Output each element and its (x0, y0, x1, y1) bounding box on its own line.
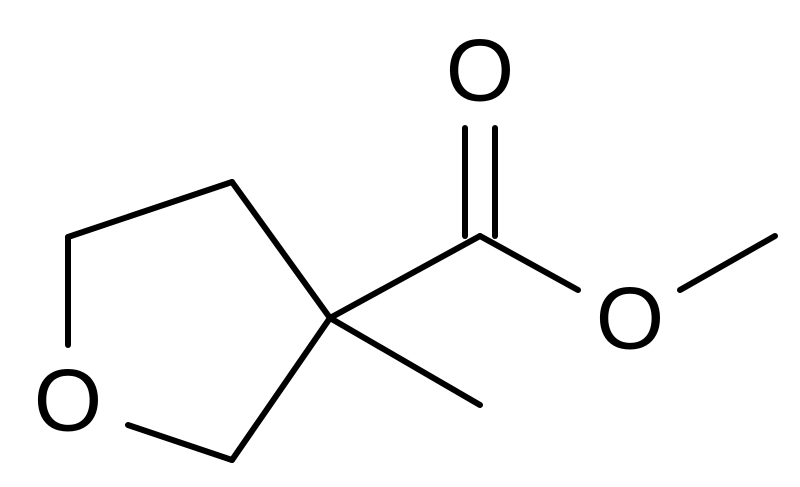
ester-oxygen-label: O (596, 269, 664, 368)
carbonyl-oxygen-label: O (446, 21, 514, 120)
bond-c3-carbonyl-carbon (327, 233, 483, 321)
ring-oxygen-label: O (34, 351, 102, 450)
bond-c3-methyl (327, 315, 483, 408)
bond-ring-c2-o1 (125, 422, 235, 463)
bond-ring-c4-c3 (229, 179, 333, 321)
bond-ester-oxygen-methyl (677, 233, 778, 293)
bond-carbonyl-ester-oxygen (477, 233, 581, 293)
bond-ring-c4-c5 (65, 179, 235, 240)
bond-ring-c3-c2 (229, 315, 333, 463)
